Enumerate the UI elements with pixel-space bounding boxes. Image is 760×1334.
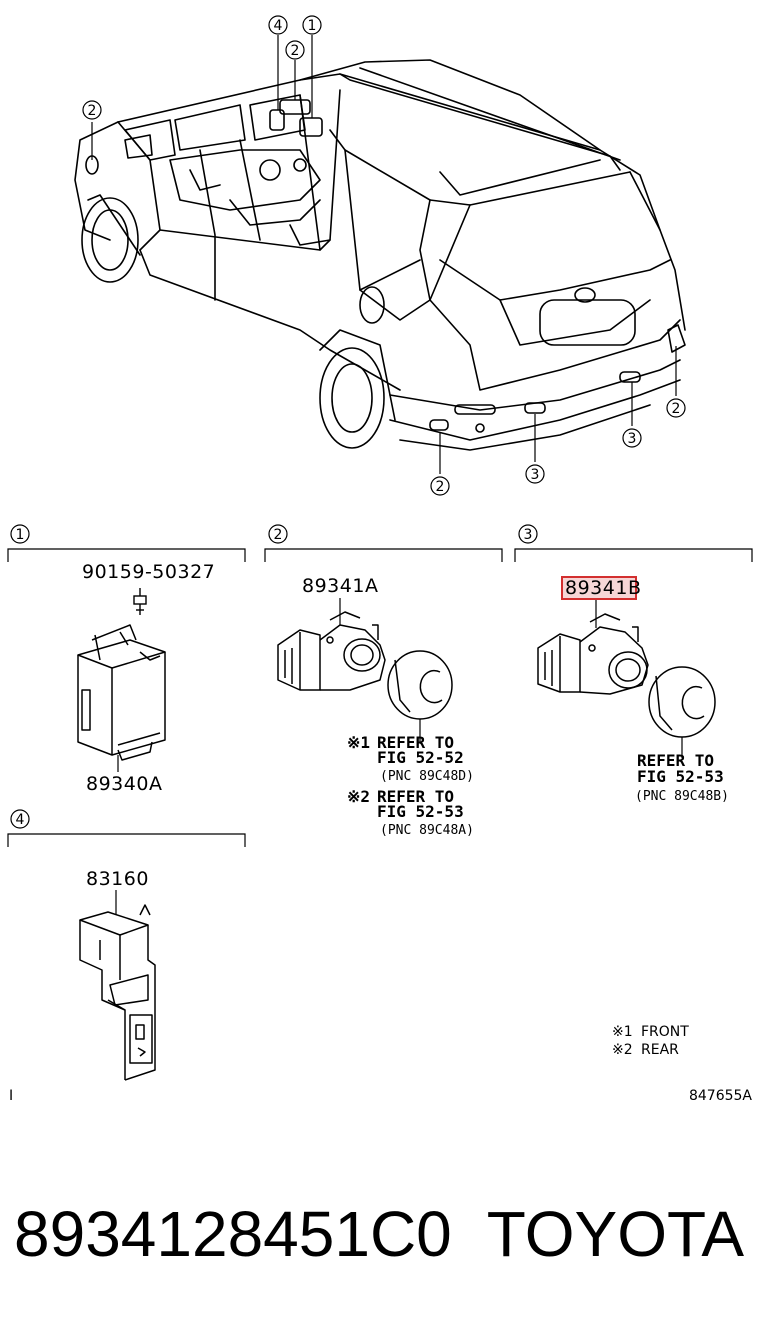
part-number-90159-50327[interactable]: 90159-50327 (82, 561, 215, 583)
note-b-line2[interactable]: FIG 52-53 (637, 767, 724, 786)
note-rear-line1: REFER TO (377, 787, 454, 806)
part-number-89340A[interactable]: 89340A (86, 773, 162, 795)
left-mark: I (9, 1088, 13, 1104)
footer-part-number: 8934128451C0 (14, 1198, 452, 1270)
part-number-83160[interactable]: 83160 (86, 868, 149, 890)
ecu-module-icon (77, 624, 166, 761)
parking-sensor-icon (277, 611, 386, 691)
sensor-bezel-icon (648, 666, 716, 738)
note-b-pnc: (PNC 89C48B) (635, 789, 729, 804)
part-number-89341B[interactable]: 89341B (565, 577, 641, 599)
callout-3: 3 (531, 467, 540, 483)
callout-2: 2 (672, 401, 681, 417)
callout-3: 3 (628, 431, 637, 447)
switch-assembly-icon (79, 904, 156, 1081)
vehicle-callouts (82, 15, 686, 496)
section-2-marker: 2 (274, 527, 283, 543)
section-1-marker: 1 (16, 527, 25, 543)
highlight-box (561, 576, 637, 600)
legend-mark-2: ※2 (612, 1042, 633, 1058)
note-front-line1: REFER TO (377, 733, 454, 752)
note-rear-line2[interactable]: FIG 52-53 (377, 802, 464, 821)
section-3-marker: 3 (524, 527, 533, 543)
section-4-marker: 4 (16, 812, 25, 828)
callout-2: 2 (436, 479, 445, 495)
callout-leaders (91, 35, 677, 474)
legend-front: FRONT (641, 1024, 689, 1040)
note-front-mark: ※1 (347, 733, 370, 752)
section-brackets (7, 548, 753, 847)
sensor-bezel-icon (387, 650, 453, 720)
parking-sensor-icon (537, 613, 649, 695)
callout-4: 4 (274, 18, 283, 34)
part-number-89341A[interactable]: 89341A (302, 575, 378, 597)
note-rear-mark: ※2 (347, 787, 370, 806)
bolt-icon (133, 588, 147, 615)
legend-mark-1: ※1 (612, 1024, 633, 1040)
callout-1: 1 (308, 18, 317, 34)
figure-id: 847655A (689, 1088, 752, 1104)
note-rear-pnc: (PNC 89C48A) (380, 823, 474, 838)
callout-2: 2 (88, 103, 97, 119)
legend-rear: REAR (641, 1042, 679, 1058)
note-front-line2[interactable]: FIG 52-52 (377, 748, 464, 767)
vehicle-illustration (74, 59, 686, 451)
note-b-line1: REFER TO (637, 751, 714, 770)
note-front-pnc: (PNC 89C48D) (380, 769, 474, 784)
callout-2: 2 (291, 43, 300, 59)
footer-brand: TOYOTA (487, 1198, 745, 1270)
